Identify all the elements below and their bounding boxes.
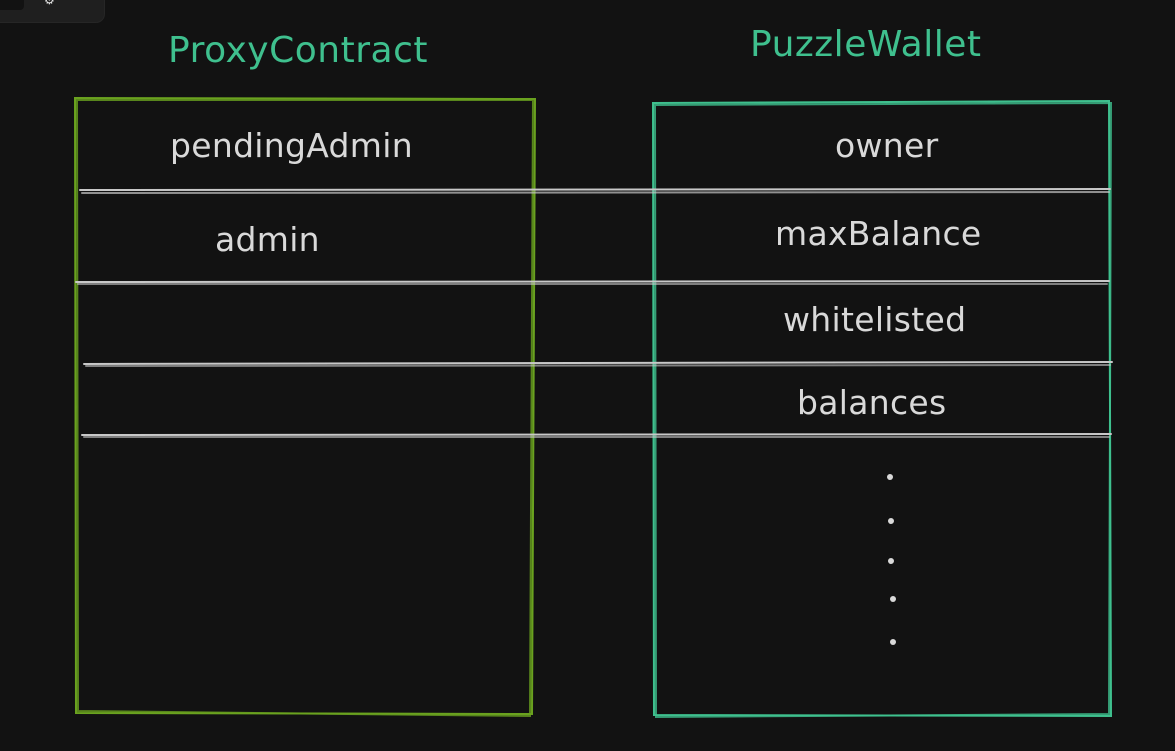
toolbar-button[interactable] <box>0 0 24 10</box>
wallet-slot-1: maxBalance <box>775 214 982 253</box>
slot-divider-1 <box>79 188 1111 191</box>
proxy-contract-title: ProxyContract <box>168 30 428 71</box>
gear-icon[interactable]: ⚙ <box>44 0 55 7</box>
proxy-contract-box <box>73 96 537 718</box>
slot-divider-4 <box>81 433 1112 436</box>
wallet-slot-0: owner <box>835 126 939 165</box>
wallet-slot-2: whitelisted <box>783 300 967 339</box>
proxy-slot-1: admin <box>215 220 320 259</box>
puzzle-wallet-box <box>651 99 1113 719</box>
puzzle-wallet-title: PuzzleWallet <box>750 24 982 65</box>
slot-divider-2 <box>75 280 1110 283</box>
wallet-slot-3: balances <box>797 383 947 422</box>
slot-divider-3 <box>83 361 1113 365</box>
proxy-slot-0: pendingAdmin <box>170 126 413 165</box>
slot-dividers <box>75 188 1113 438</box>
toolbar-fragment: ⚙ <box>0 0 104 22</box>
ellipsis-dots <box>887 474 896 645</box>
